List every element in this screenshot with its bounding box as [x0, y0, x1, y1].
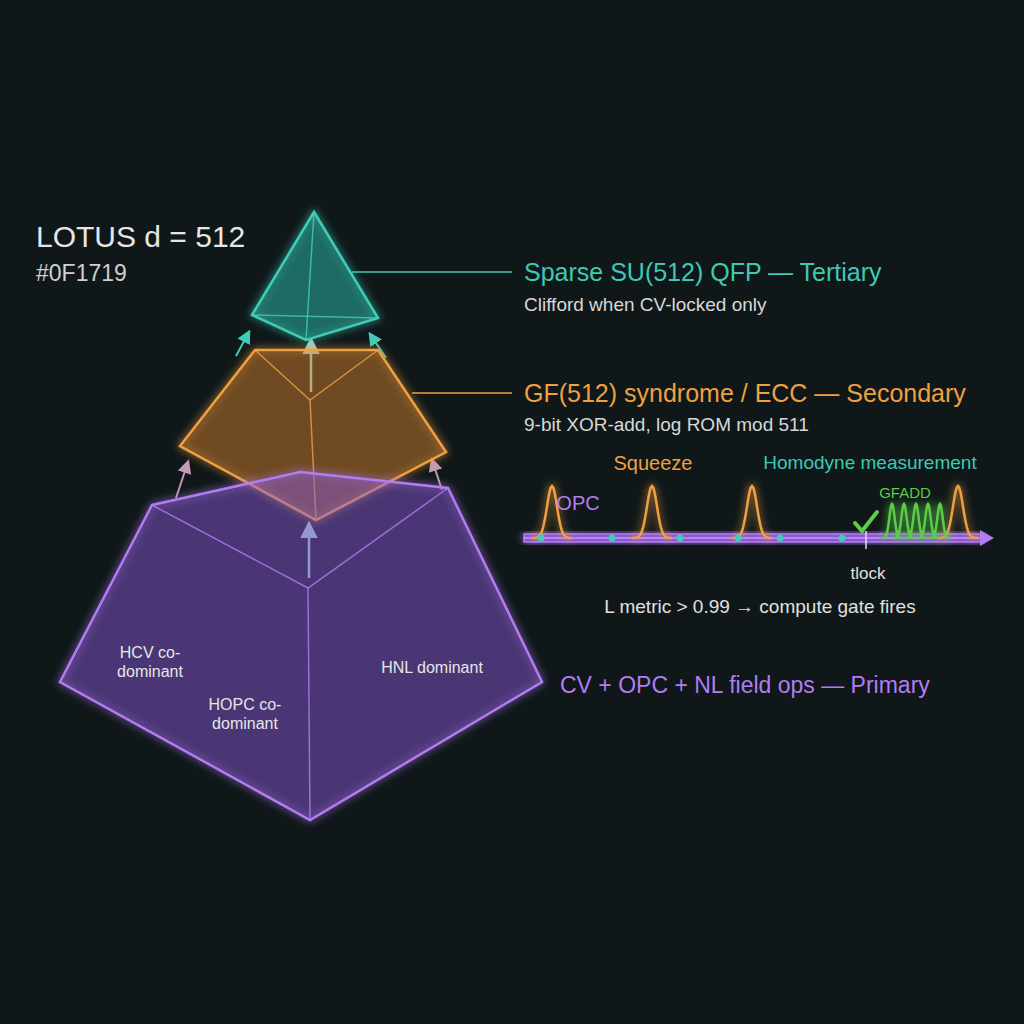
color-code: #0F1719 — [36, 260, 127, 288]
hamiltonian-term: HNL dominant — [377, 658, 487, 677]
leader-line — [352, 271, 512, 273]
leader-line — [412, 392, 512, 394]
pulse-label: GFADD — [879, 484, 931, 502]
homodyne-dot — [677, 535, 684, 542]
gate-condition: L metric > 0.99 → compute gate fires — [604, 596, 915, 619]
pulse-label: Squeeze — [614, 451, 693, 475]
tier-note: 9-bit XOR-add, log ROM mod 511 — [524, 414, 809, 437]
homodyne-dot — [839, 535, 846, 542]
homodyne-dot — [777, 535, 784, 542]
tier-edge — [252, 315, 378, 318]
tier-outline — [246, 206, 384, 346]
squeeze-pulse — [632, 486, 672, 538]
side-arrow — [236, 332, 249, 356]
tier-shape — [252, 212, 378, 340]
pyramid-tier: Sparse SU(512) QFP — TertiaryClifford wh… — [246, 206, 384, 346]
homodyne-dot — [609, 535, 616, 542]
squeeze-pulse — [732, 486, 772, 538]
tlock-tick — [865, 531, 867, 549]
timeline-arrowhead — [980, 530, 994, 546]
tier-edge — [308, 588, 310, 820]
hamiltonian-term: HOPC co-dominant — [185, 695, 305, 733]
tier-heading: GF(512) syndrome / ECC — Secondary — [524, 378, 966, 408]
tier-note: Clifford when CV-locked only — [524, 294, 767, 317]
tier-heading: Sparse SU(512) QFP — Tertiary — [524, 257, 882, 287]
side-arrow — [176, 462, 188, 498]
homodyne-dot — [735, 535, 742, 542]
time-marker: tlock — [851, 564, 886, 584]
lock-check — [855, 512, 877, 531]
tier-heading: CV + OPC + NL field ops — Primary — [560, 672, 930, 700]
diagram-title: LOTUS d = 512 — [36, 219, 245, 255]
homodyne-dot — [538, 535, 545, 542]
tier-edge — [255, 350, 378, 400]
tier-edge — [306, 212, 314, 340]
pulse-label: OPC — [556, 491, 599, 515]
hamiltonian-term: HCV co-dominant — [90, 643, 210, 681]
tier-edge — [152, 488, 448, 588]
tier-shape — [60, 472, 542, 820]
gfadd-pulse — [930, 504, 951, 538]
pyramid-tier: CV + OPC + NL field ops — PrimaryHCV co-… — [56, 468, 546, 824]
pulse-label: Homodyne measurement — [763, 452, 976, 475]
